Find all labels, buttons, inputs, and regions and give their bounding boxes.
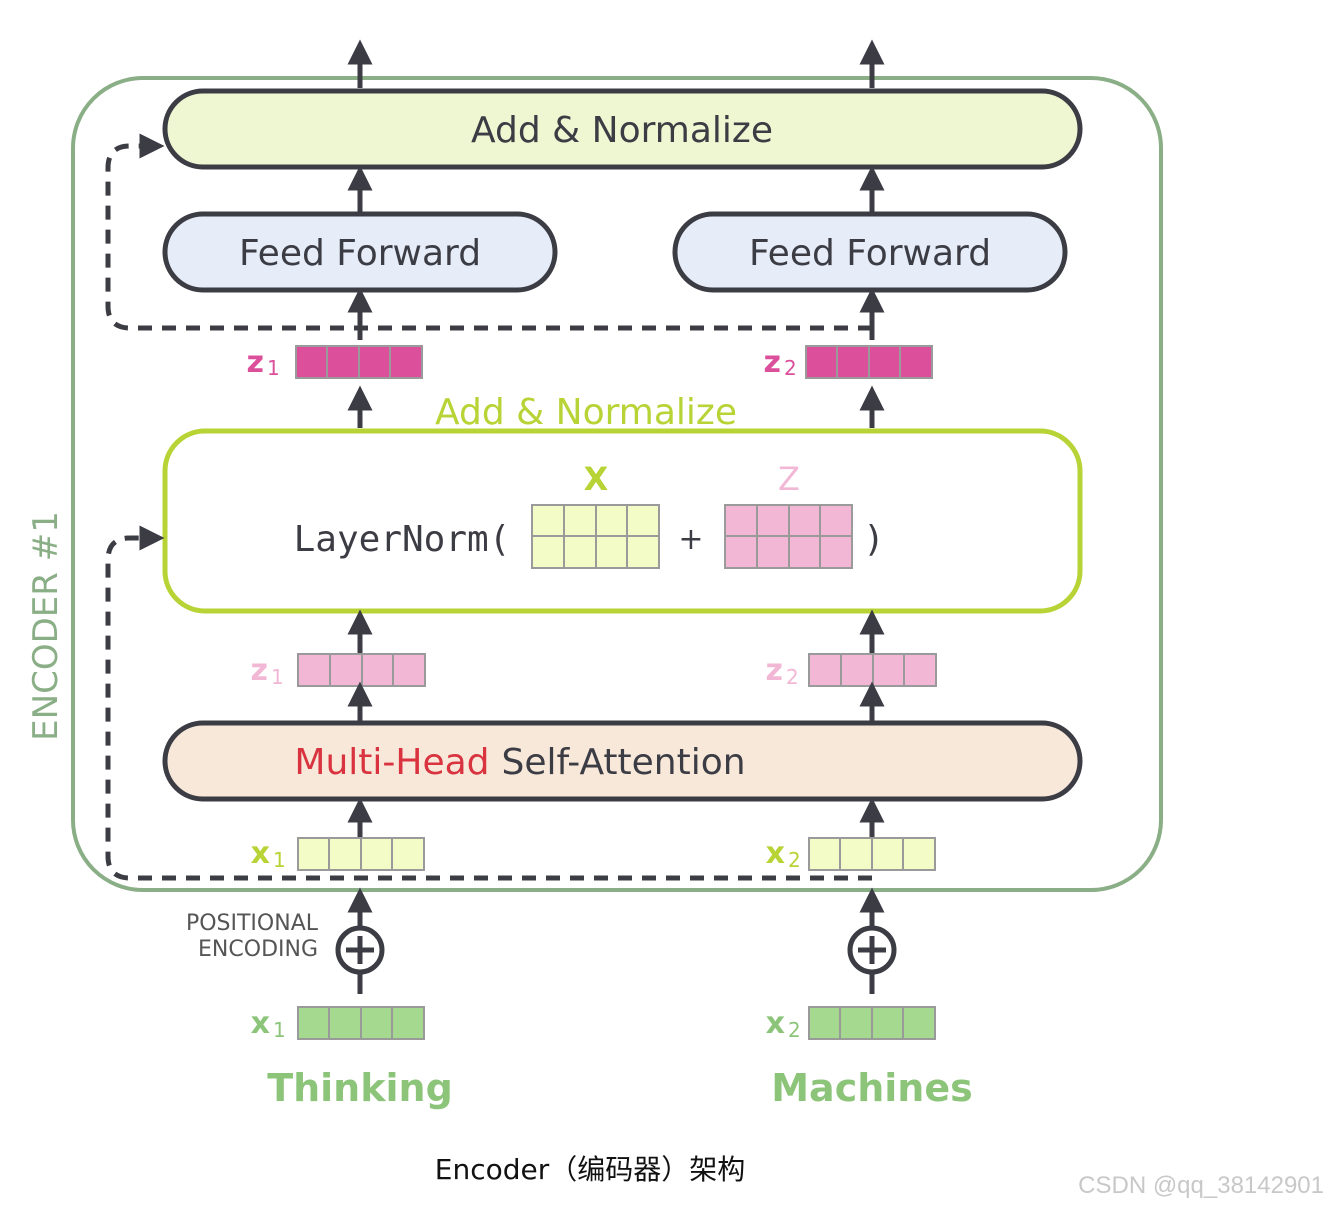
multi-head-text: Multi-Head bbox=[294, 742, 489, 783]
self-attention-text: Self-Attention bbox=[502, 742, 746, 783]
plus-circle-left-icon bbox=[335, 925, 385, 975]
x1-embedding-letter: x bbox=[251, 1006, 270, 1041]
figure-caption: Encoder（编码器）架构 bbox=[434, 1153, 746, 1186]
feed-forward-left-label: Feed Forward bbox=[239, 233, 481, 274]
z2-input-letter: z bbox=[766, 653, 783, 688]
x2-embedding-vector: x 2 bbox=[766, 1006, 936, 1042]
encoder-box bbox=[71, 76, 1163, 892]
x1-encoder-letter: x bbox=[251, 836, 270, 871]
x1-embedding-sub: 1 bbox=[273, 1018, 286, 1042]
encoder-diagram: ENCODER #1 Add & Normalize Feed Forward … bbox=[26, 39, 1163, 1110]
x2-encoder-letter: x bbox=[766, 836, 785, 871]
self-attention-label: Multi-Head Self-Attention bbox=[294, 742, 745, 783]
x1-encoder-vector: x 1 bbox=[251, 836, 425, 872]
layernorm-plus: + bbox=[678, 522, 703, 557]
layernorm-z-matrix bbox=[724, 504, 853, 569]
plus-circle-right-icon bbox=[847, 925, 897, 975]
x2-embedding-letter: x bbox=[766, 1006, 785, 1041]
encoder-label: ENCODER #1 bbox=[26, 511, 66, 741]
residual-connection-lower bbox=[105, 525, 872, 881]
word-thinking: Thinking bbox=[267, 1066, 453, 1110]
layernorm-close: ) bbox=[863, 519, 885, 560]
self-attention-box bbox=[162, 720, 1083, 802]
add-normalize-top-label: Add & Normalize bbox=[471, 110, 773, 151]
z2-input-vector: z 2 bbox=[766, 653, 937, 689]
x1-embedding-vector: x 1 bbox=[251, 1006, 425, 1042]
x2-embedding-sub: 2 bbox=[788, 1018, 801, 1042]
z2-output-vector: z 2 bbox=[764, 345, 933, 380]
watermark: CSDN @qq_38142901 bbox=[1078, 1172, 1324, 1199]
add-normalize-mid-label: Add & Normalize bbox=[435, 392, 737, 433]
x1-encoder-sub: 1 bbox=[273, 848, 286, 872]
z1-output-letter: z bbox=[247, 345, 264, 380]
z2-input-sub: 2 bbox=[786, 665, 799, 689]
layernorm-z-label: Z bbox=[778, 460, 800, 498]
z1-output-vector: z 1 bbox=[247, 345, 423, 380]
x2-encoder-sub: 2 bbox=[788, 848, 801, 872]
z2-output-letter: z bbox=[764, 345, 781, 380]
feed-forward-right-label: Feed Forward bbox=[749, 233, 991, 274]
z2-output-sub: 2 bbox=[784, 356, 797, 380]
positional-encoding-line1: POSITIONAL bbox=[186, 911, 319, 936]
layernorm-x-matrix bbox=[531, 504, 660, 569]
add-normalize-top-box bbox=[162, 88, 1083, 170]
z1-output-sub: 1 bbox=[267, 356, 280, 380]
x2-encoder-vector: x 2 bbox=[766, 836, 936, 872]
layernorm-prefix: LayerNorm( bbox=[294, 519, 511, 560]
z1-input-vector: z 1 bbox=[251, 653, 426, 689]
positional-encoding-line2: ENCODING bbox=[198, 937, 318, 962]
word-machines: Machines bbox=[771, 1066, 973, 1110]
residual-connection-upper bbox=[105, 133, 872, 331]
layernorm-x-label: X bbox=[584, 460, 609, 498]
z1-input-sub: 1 bbox=[271, 665, 284, 689]
z1-input-letter: z bbox=[251, 653, 268, 688]
